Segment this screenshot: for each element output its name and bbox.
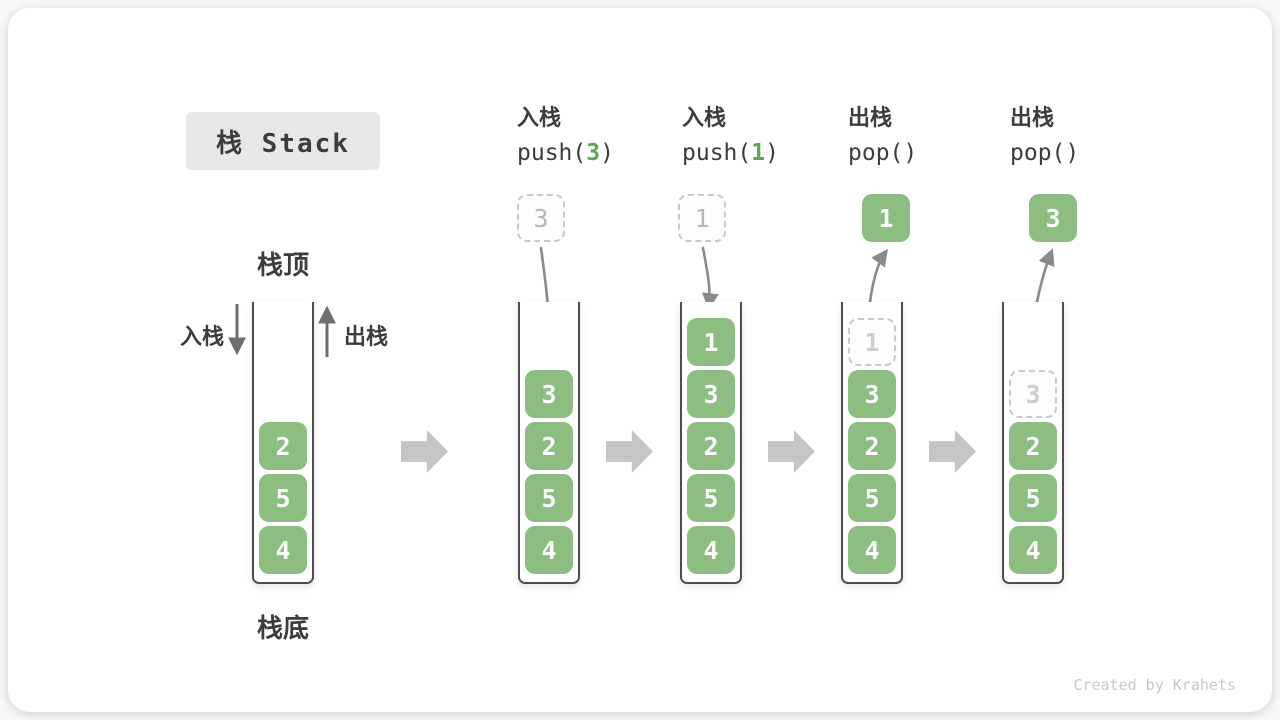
- stage-header-push-1: 入栈 push(1): [682, 104, 779, 167]
- stack-cell: 2: [525, 422, 573, 470]
- next-step-arrow-icon: [768, 430, 815, 473]
- stage-header-push-3: 入栈 push(3): [517, 104, 614, 167]
- popped-value-box: 3: [1029, 194, 1077, 242]
- stage-header-pop-2: 出栈 pop(): [1010, 104, 1079, 167]
- code-text: push(: [682, 140, 752, 166]
- push-direction-label: 入栈: [179, 324, 224, 349]
- operation-label: 入栈: [682, 105, 727, 130]
- diagram-title-box: 栈 Stack: [186, 112, 380, 170]
- incoming-value-box: 3: [517, 194, 565, 242]
- push-1-arrow-icon: [701, 246, 719, 311]
- stack-cell-ghost: 3: [1009, 370, 1057, 418]
- code-argument: 3: [586, 140, 601, 166]
- stack-cell: 1: [687, 318, 735, 366]
- incoming-value-box: 1: [678, 194, 726, 242]
- pop-direction-label: 出栈: [344, 324, 389, 349]
- popped-value-box: 1: [862, 194, 910, 242]
- stack-cell: 4: [1009, 526, 1057, 574]
- code-text: ): [600, 140, 614, 166]
- stack-bottom-label: 栈底: [256, 613, 309, 643]
- stack-cell: 4: [259, 526, 307, 574]
- stage-header-pop-1: 出栈 pop(): [848, 104, 917, 167]
- operation-code: pop(): [1010, 139, 1079, 167]
- stack-cell: 5: [848, 474, 896, 522]
- next-step-arrow-icon: [929, 430, 976, 473]
- operation-code: pop(): [848, 139, 917, 167]
- stack-cell: 4: [687, 526, 735, 574]
- operation-label: 出栈: [848, 105, 893, 130]
- stack-cell: 5: [259, 474, 307, 522]
- next-step-arrow-icon: [606, 430, 653, 473]
- operation-code: push(3): [517, 139, 614, 167]
- stack-cell: 3: [848, 370, 896, 418]
- stack-cell: 2: [1009, 422, 1057, 470]
- next-step-arrow-icon: [401, 430, 448, 473]
- stack-cell: 5: [525, 474, 573, 522]
- operation-label: 入栈: [517, 105, 562, 130]
- code-text: ): [765, 140, 779, 166]
- watermark: Created by Krahets: [1073, 676, 1236, 694]
- stack-cell: 2: [848, 422, 896, 470]
- stack-cell: 2: [687, 422, 735, 470]
- stack-top-label: 栈顶: [256, 250, 309, 280]
- code-text: pop(): [848, 140, 918, 166]
- stack-cell: 4: [848, 526, 896, 574]
- stack-cell: 5: [1009, 474, 1057, 522]
- stack-cell: 3: [687, 370, 735, 418]
- stack-cell: 2: [259, 422, 307, 470]
- operation-label: 出栈: [1010, 105, 1055, 130]
- stack-cell: 4: [525, 526, 573, 574]
- code-argument: 1: [751, 140, 766, 166]
- operation-code: push(1): [682, 139, 779, 167]
- code-text: pop(): [1010, 140, 1080, 166]
- stack-cell: 3: [525, 370, 573, 418]
- stack-cell-ghost: 1: [848, 318, 896, 366]
- stack-cell: 5: [687, 474, 735, 522]
- code-text: push(: [517, 140, 587, 166]
- diagram-title: 栈 Stack: [216, 128, 350, 159]
